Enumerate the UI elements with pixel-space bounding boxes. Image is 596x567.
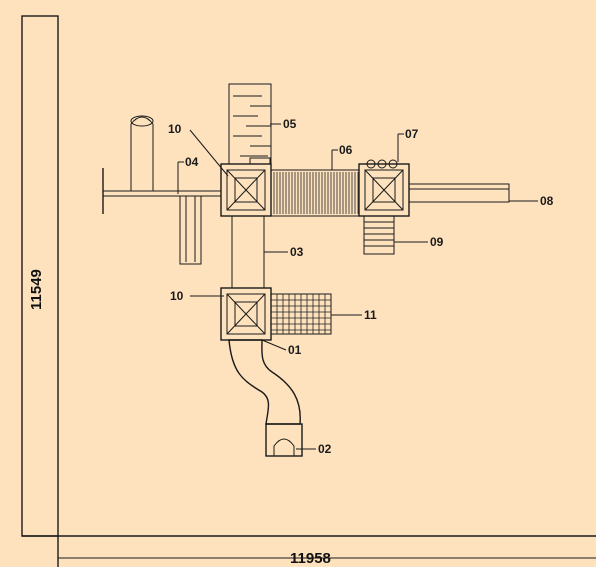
callout-02: 02 xyxy=(318,442,332,456)
climbing-wall-05 xyxy=(228,83,272,165)
callout-09: 09 xyxy=(430,235,444,249)
dimension-frame: 11958 11549 xyxy=(21,15,596,567)
callout-10-lower: 10 xyxy=(170,289,184,303)
ladder-09 xyxy=(363,215,395,255)
posts-03 xyxy=(231,216,265,288)
tube-slide-top xyxy=(130,116,154,191)
deck-10-lower xyxy=(220,287,272,341)
callout-11: 11 xyxy=(364,308,377,322)
bridge-06 xyxy=(270,169,360,217)
climbing-net-11 xyxy=(270,293,332,335)
deck-10-upper xyxy=(220,163,272,217)
deck-07 xyxy=(358,159,410,217)
swing-beam xyxy=(102,115,222,214)
slide-08 xyxy=(408,183,510,203)
callout-06: 06 xyxy=(339,143,353,157)
callout-leaders xyxy=(177,123,538,450)
callout-01: 01 xyxy=(288,343,302,357)
callout-03: 03 xyxy=(290,245,304,259)
callout-05: 05 xyxy=(283,117,297,131)
callout-10-upper: 10 xyxy=(168,122,182,136)
slide-04 xyxy=(179,195,202,265)
slide-exit-02 xyxy=(265,423,303,457)
callout-07: 07 xyxy=(405,127,419,141)
callout-08: 08 xyxy=(540,194,554,208)
height-dimension-label: 11549 xyxy=(28,269,45,310)
callout-04: 04 xyxy=(185,155,199,169)
width-dimension-label: 11958 xyxy=(290,550,331,567)
